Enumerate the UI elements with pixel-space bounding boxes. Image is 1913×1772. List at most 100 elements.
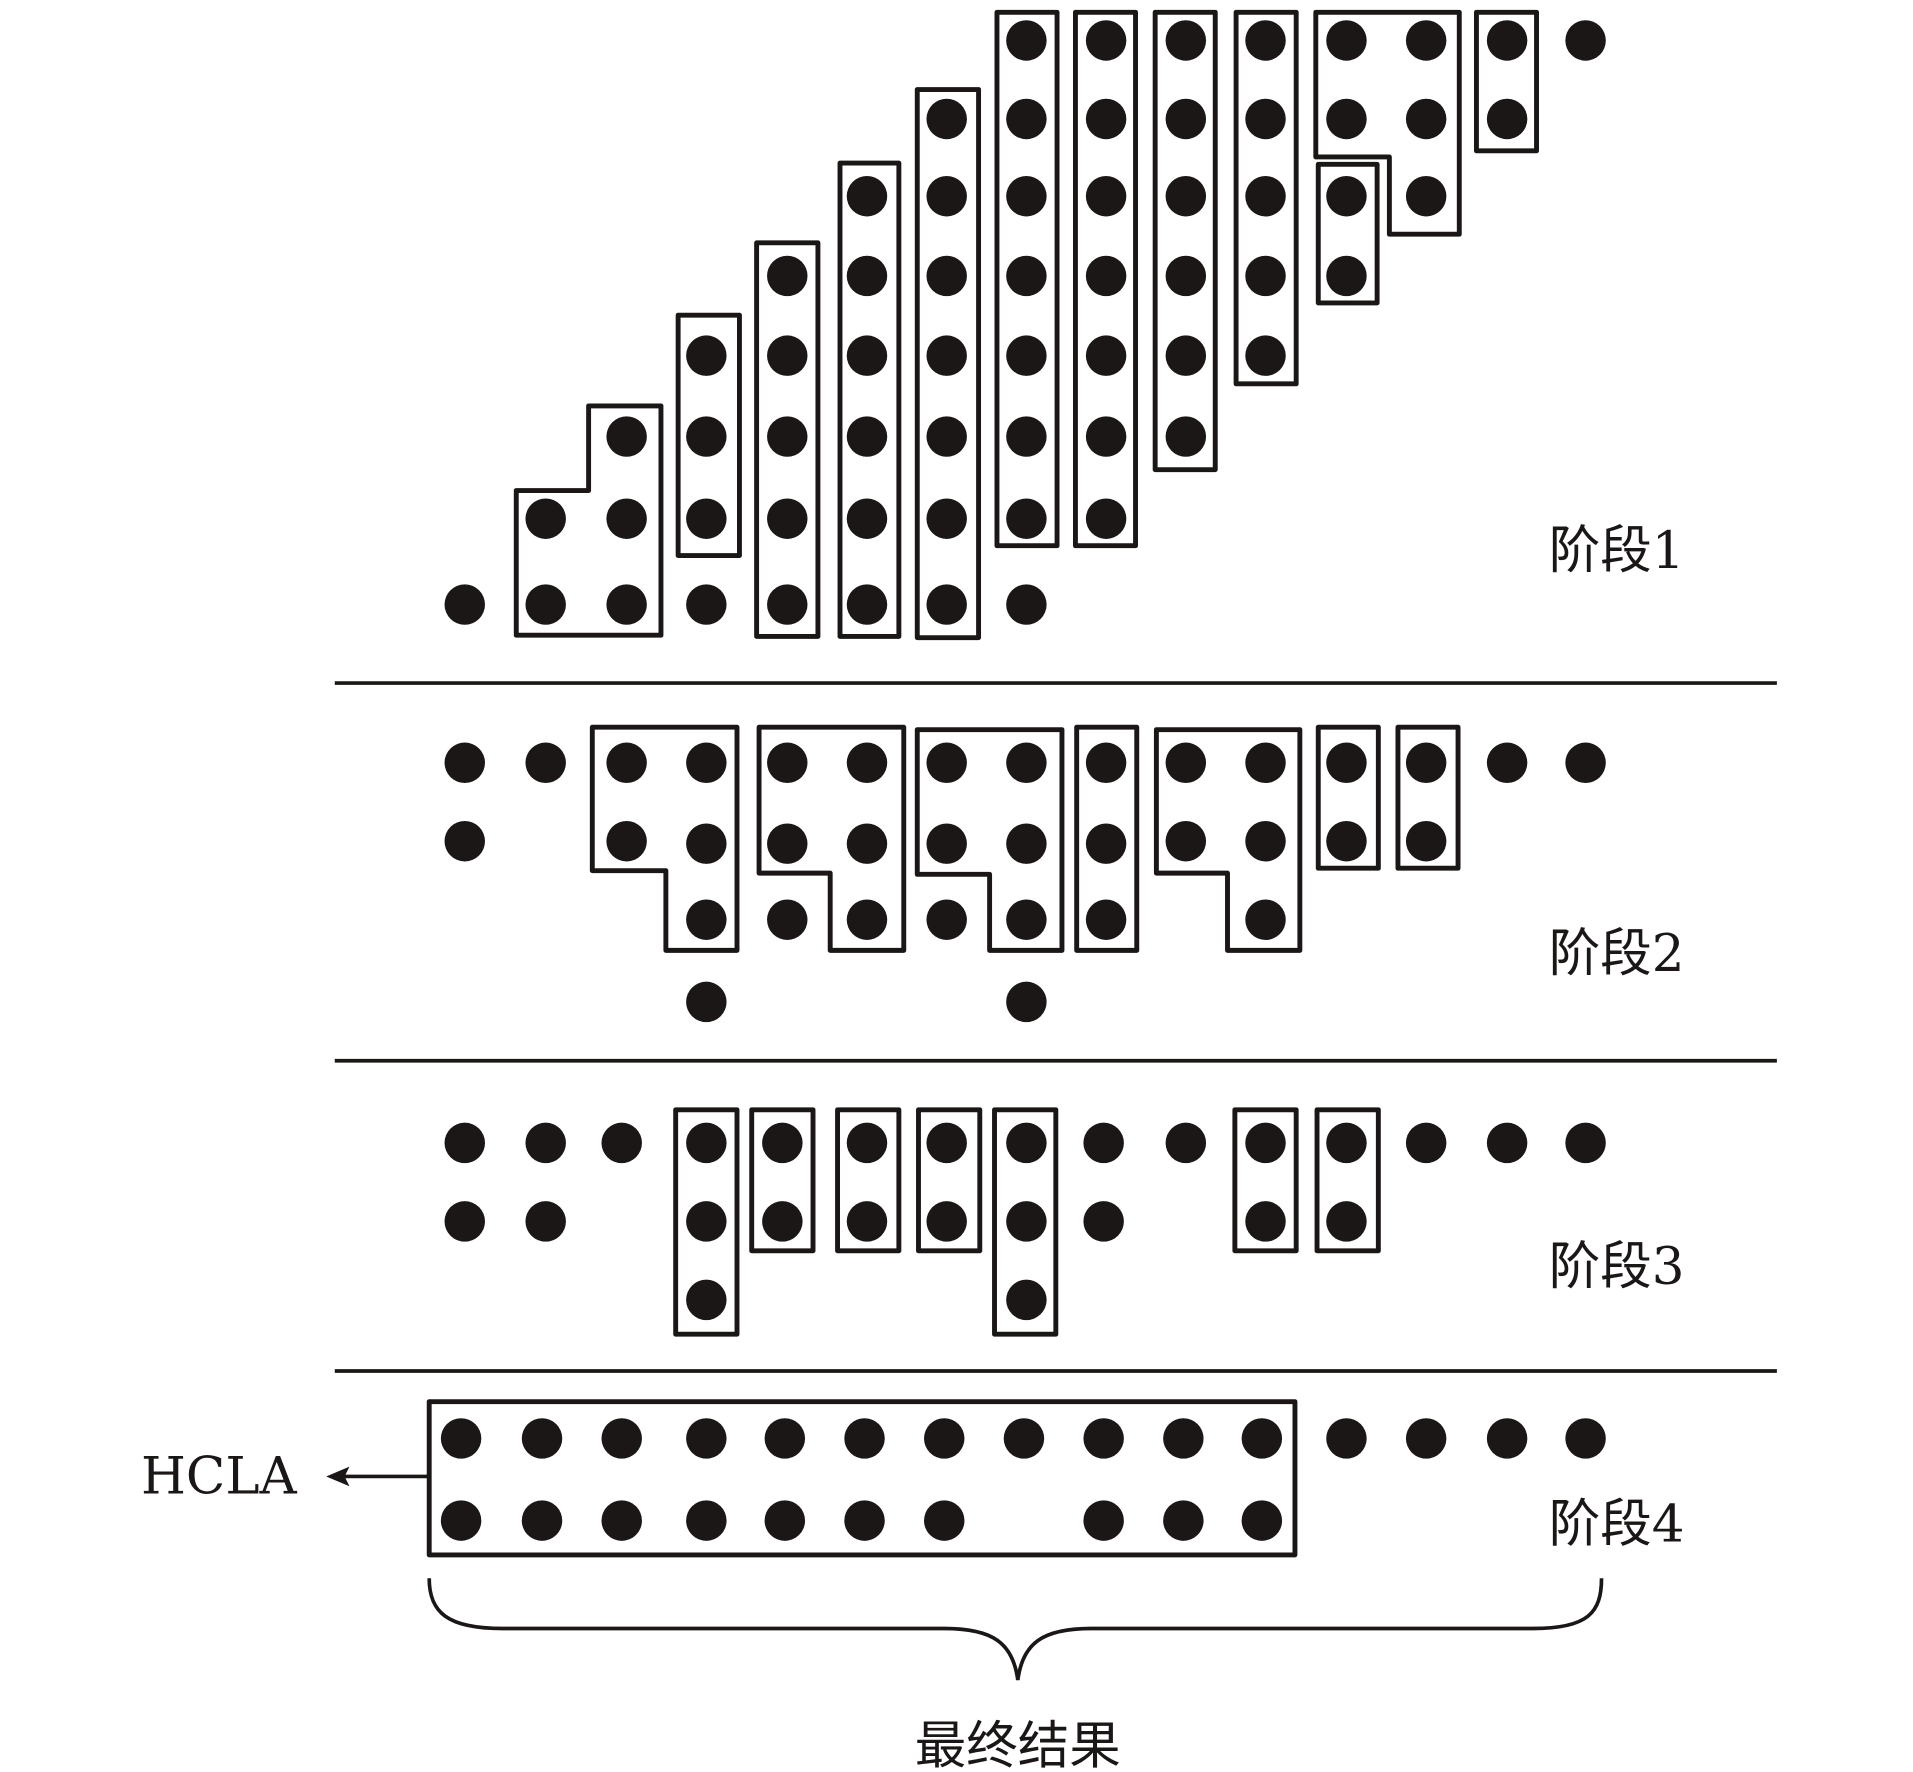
bit-dot-stage-1	[1165, 98, 1207, 140]
bit-dot-stage-1	[1006, 255, 1047, 297]
stage-4-label: 阶段4	[1549, 1494, 1685, 1554]
bit-dot-stage-2	[606, 742, 647, 783]
bit-dot-stage-1	[1405, 20, 1447, 61]
stage-3-label: 阶段3	[1549, 1237, 1685, 1297]
bit-dot-stage-1	[846, 584, 888, 625]
bit-dot-stage-1	[1085, 416, 1127, 457]
bit-dot-stage-1	[686, 498, 727, 539]
bit-dot-stage-3	[525, 1122, 566, 1164]
bit-dot-stage-3	[762, 1201, 803, 1242]
bit-dot-stage-4	[1326, 1418, 1367, 1459]
bit-dot-stage-1	[1326, 20, 1367, 61]
bit-dot-stage-1	[1085, 20, 1127, 61]
bit-dot-stage-2	[1245, 899, 1286, 940]
adder-box	[1152, 9, 1218, 473]
bit-dot-stage-4	[1241, 1500, 1283, 1541]
bit-dot-stage-3	[686, 1122, 727, 1164]
bit-dot-stage-4	[440, 1418, 482, 1459]
bit-dot-stage-2	[1405, 742, 1447, 783]
bit-dot-stage-3	[444, 1201, 485, 1242]
bit-dot-stage-1	[686, 584, 727, 625]
bit-dot-stage-1	[1165, 335, 1207, 376]
bit-dot-stage-4	[764, 1500, 806, 1541]
bit-dot-stage-1	[1006, 98, 1047, 140]
adder-box	[754, 240, 821, 639]
bit-dot-stage-3	[1006, 1122, 1047, 1164]
bit-dot-stage-3	[1486, 1122, 1528, 1164]
bit-dot-stage-1	[1006, 335, 1047, 376]
bit-dot-stage-4	[1163, 1418, 1204, 1459]
bit-dot-stage-1	[1165, 255, 1207, 297]
bit-dot-stage-2	[686, 981, 727, 1023]
bit-dot-stage-1	[1165, 416, 1207, 457]
bit-dot-stage-1	[1006, 20, 1047, 61]
half-adder-box	[1232, 1107, 1299, 1254]
adder-box	[914, 87, 982, 641]
bit-dot-stage-1	[1165, 175, 1207, 217]
bit-dot-stage-4	[844, 1500, 885, 1541]
bit-dot-stage-2	[846, 899, 888, 940]
bit-dot-stage-1	[846, 498, 888, 539]
bit-dot-stage-1	[1085, 335, 1127, 376]
bit-dot-stage-2	[1085, 823, 1127, 864]
bit-dot-stage-1	[1085, 255, 1127, 297]
adder-box	[1233, 9, 1299, 387]
bit-dot-stage-3	[444, 1122, 485, 1164]
bit-dot-stage-2	[1006, 823, 1047, 864]
bit-dot-stage-1	[767, 255, 808, 297]
bit-dot-stage-1	[767, 498, 808, 539]
bit-dot-stage-2	[926, 823, 967, 864]
bit-dot-stage-3	[846, 1201, 888, 1242]
bit-dot-stage-4	[924, 1418, 965, 1459]
bit-dot-stage-1	[926, 175, 967, 217]
adder-box	[994, 9, 1060, 549]
bit-dot-stage-4	[844, 1418, 885, 1459]
bit-dot-stage-3	[1565, 1122, 1606, 1164]
bit-dot-stage-1	[1085, 498, 1127, 539]
bit-dot-stage-1	[1326, 255, 1367, 297]
bit-dot-stage-2	[767, 899, 808, 940]
bit-dot-stage-3	[926, 1201, 967, 1242]
adder-box	[837, 160, 902, 639]
bit-dot-stage-4	[1241, 1418, 1283, 1459]
bit-dot-stage-3	[686, 1279, 727, 1321]
bit-dot-stage-3	[846, 1122, 888, 1164]
bit-dot-stage-2	[1165, 742, 1207, 783]
bit-dot-stage-3	[601, 1122, 642, 1164]
bit-dot-stage-2	[525, 742, 566, 783]
bit-dot-stage-1	[846, 255, 888, 297]
half-adder-box	[749, 1107, 816, 1254]
bit-dot-stage-2	[1565, 742, 1606, 783]
bit-dot-stage-2	[846, 742, 888, 783]
bit-dot-stage-1	[606, 498, 647, 539]
bit-dot-stage-3	[1245, 1201, 1286, 1242]
bit-dot-stage-2	[1006, 899, 1047, 940]
bit-dot-stage-1	[926, 335, 967, 376]
dots-layer	[440, 20, 1606, 1541]
bit-dot-stage-2	[767, 823, 808, 864]
bit-dot-stage-2	[1085, 742, 1127, 783]
final-result-label: 最终结果	[915, 1716, 1121, 1772]
bit-dot-stage-1	[1006, 498, 1047, 539]
bit-dot-stage-2	[1405, 821, 1447, 862]
bit-dot-stage-1	[1326, 98, 1367, 140]
half-adder-box	[835, 1107, 902, 1254]
bit-dot-stage-2	[1326, 742, 1367, 783]
bit-dot-stage-1	[1245, 20, 1286, 61]
bit-dot-stage-2	[1006, 742, 1047, 783]
arrow-left-icon	[326, 1466, 430, 1487]
bit-dot-stage-4	[521, 1418, 563, 1459]
bit-dot-stage-1	[846, 416, 888, 457]
bit-dot-stage-1	[1245, 255, 1286, 297]
bit-dot-stage-1	[1006, 175, 1047, 217]
bit-dot-stage-2	[686, 899, 727, 940]
bit-dot-stage-3	[525, 1201, 566, 1242]
bit-dot-stage-3	[762, 1122, 803, 1164]
bit-dot-stage-2	[1245, 742, 1286, 783]
bit-dot-stage-4	[521, 1500, 563, 1541]
bit-dot-stage-2	[846, 823, 888, 864]
stage-2-label: 阶段2	[1549, 924, 1685, 984]
bit-dot-stage-4	[1486, 1418, 1528, 1459]
